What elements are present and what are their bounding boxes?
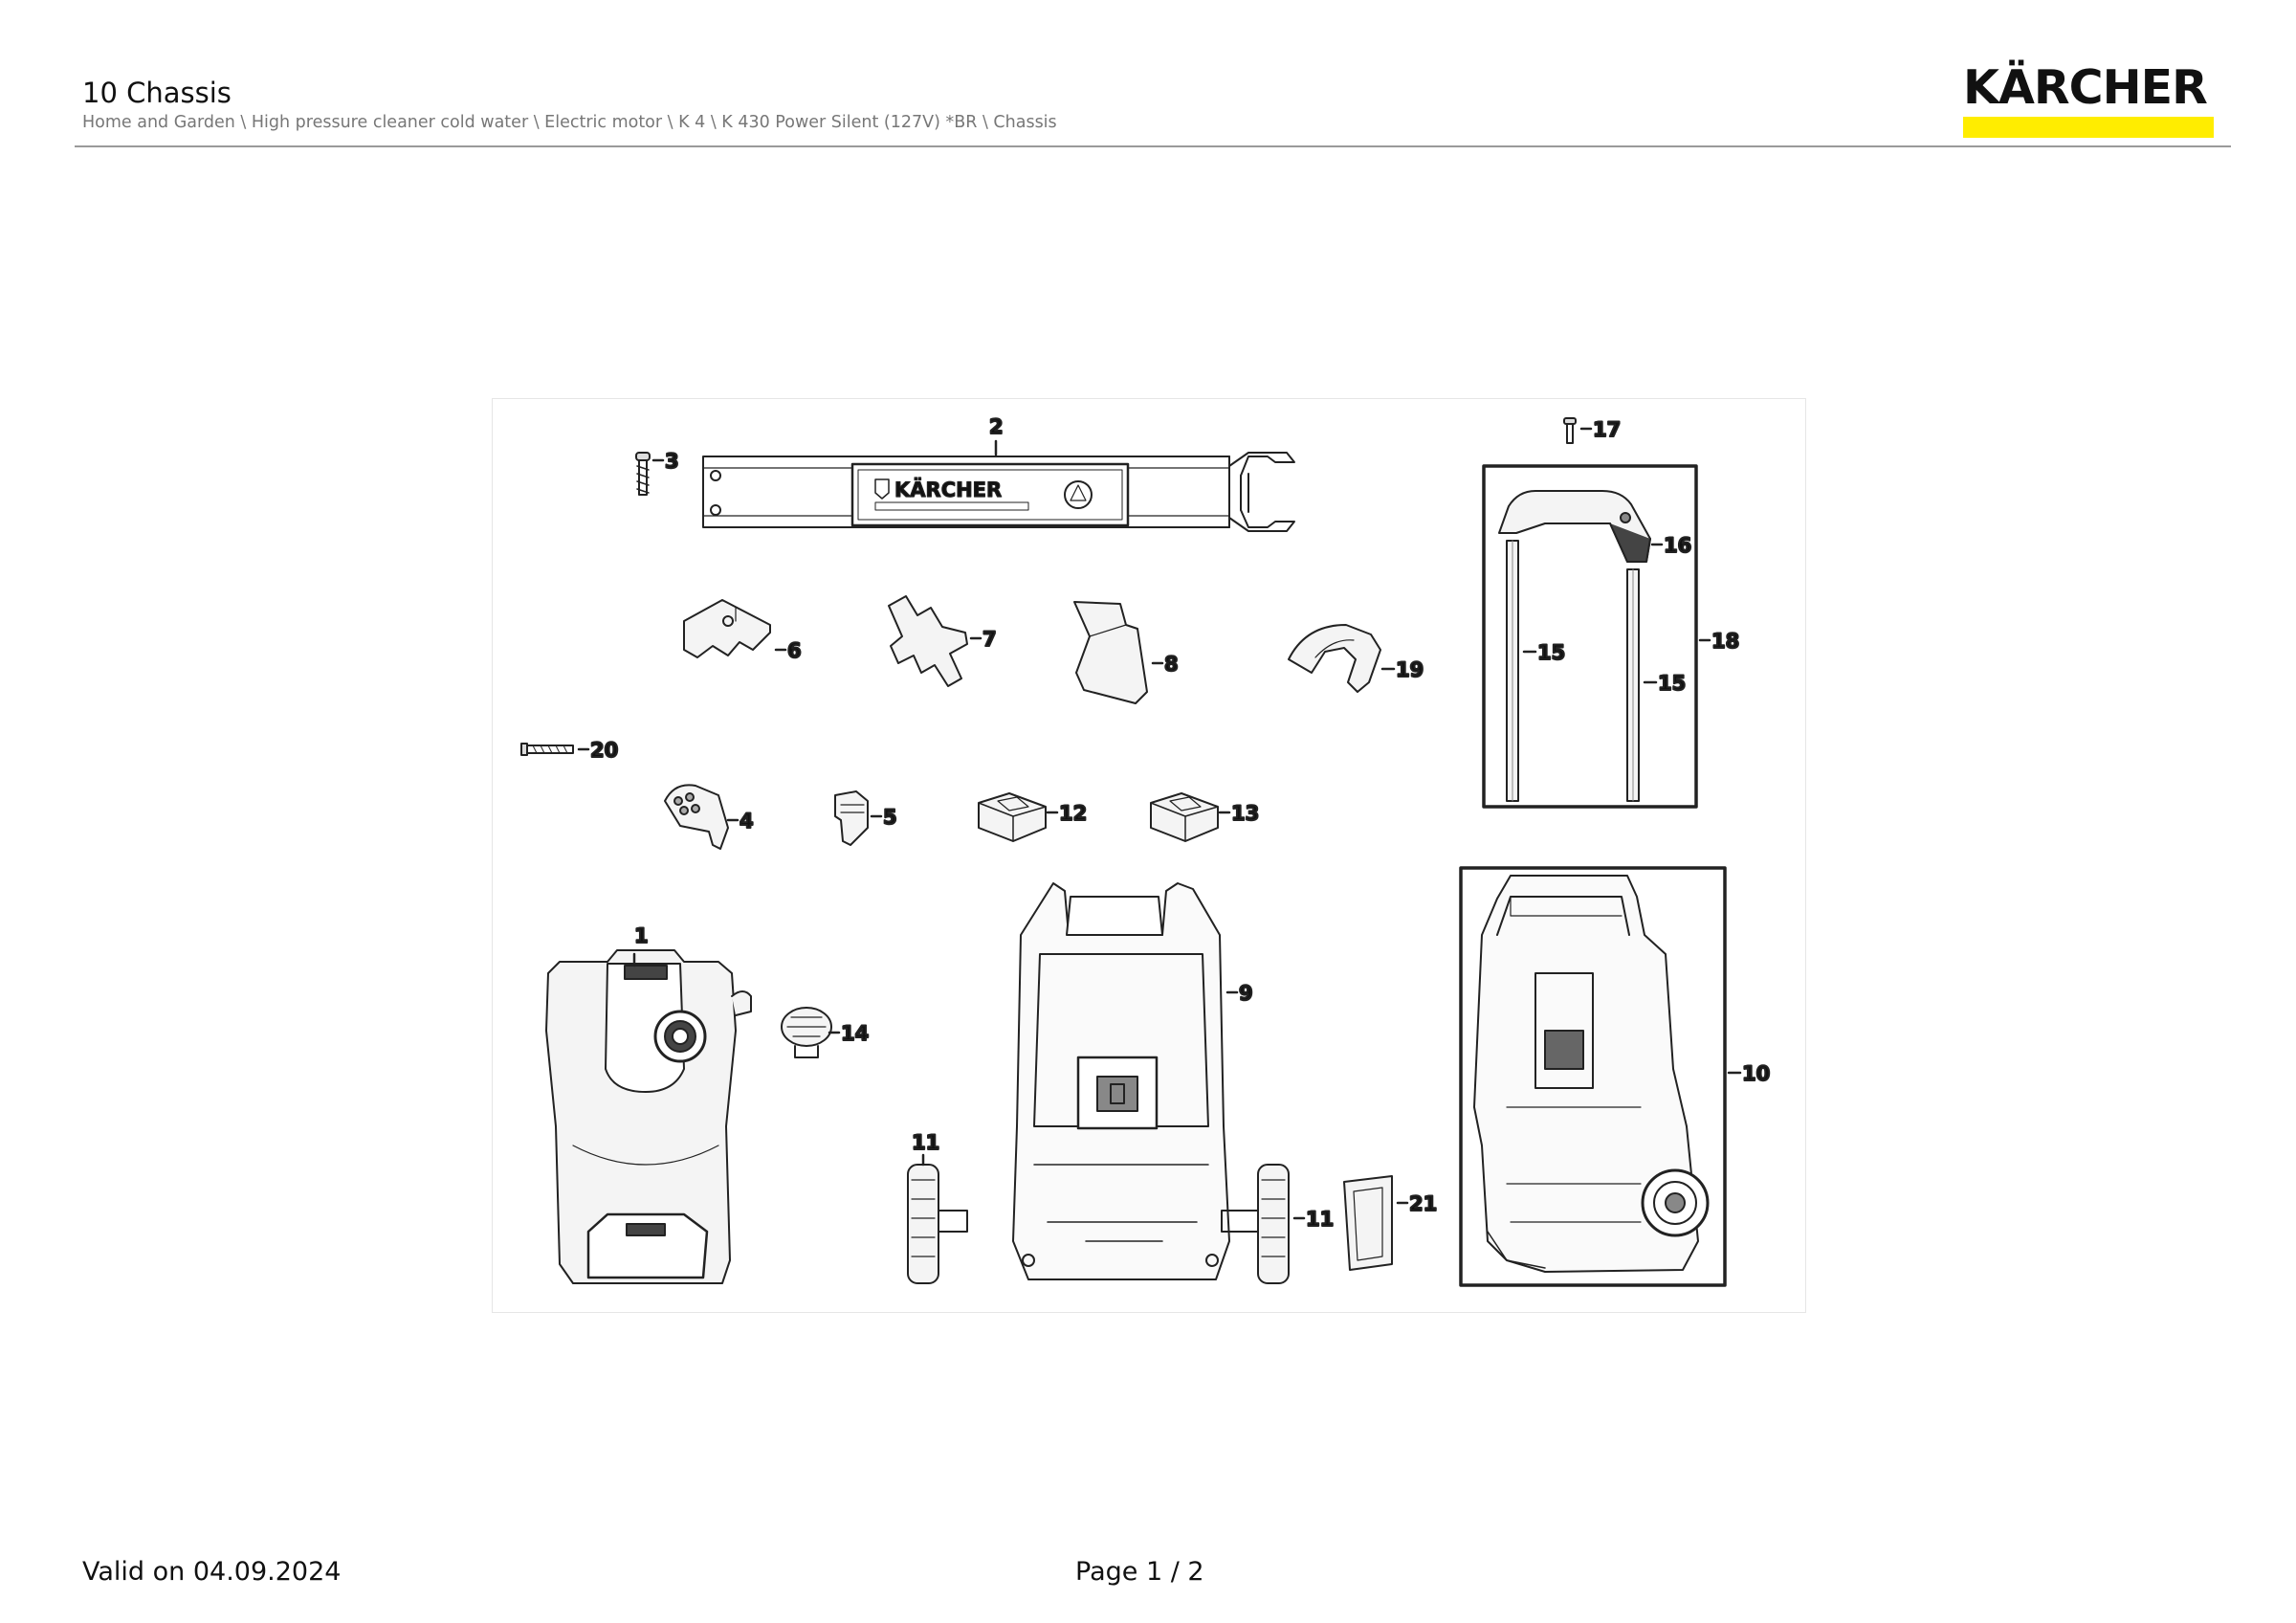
label-20: 20 [590,739,618,762]
part-4-clip [664,784,729,850]
label-13: 13 [1231,802,1259,825]
label-10: 10 [1742,1062,1770,1085]
label-5: 5 [883,806,897,829]
part-21-insert [1343,1175,1393,1271]
label-19: 19 [1396,658,1424,681]
label-16: 16 [1664,534,1691,557]
label-9: 9 [1239,982,1253,1005]
part-20-long-screw [520,743,574,756]
part-12-cover [978,792,1047,842]
breadcrumb: Home and Garden \ High pressure cleaner … [82,113,1057,132]
part-8-plate [1073,601,1148,704]
part-11-wheel-left [907,1164,968,1284]
part-6-bracket [683,599,771,658]
label-17: 17 [1593,418,1621,441]
label-8: 8 [1164,653,1179,676]
part-14-knob [781,1007,832,1058]
part-17-screw [1563,417,1577,444]
label-1: 1 [634,924,649,947]
label-6: 6 [787,639,802,662]
header-divider [75,145,2231,147]
part-18-handle-assembly [1482,464,1698,809]
label-7: 7 [982,628,997,651]
leader-lines [577,427,1742,1220]
part-2-handle-bar: KÄRCHER [702,452,1295,532]
label-21: 21 [1409,1192,1437,1215]
valid-date: Valid on 04.09.2024 [82,1557,342,1587]
part-13-cover [1150,792,1219,842]
karcher-logo: KÄRCHER [1963,63,2214,138]
part-3-screw [635,452,651,496]
part-10-chassis-assembly [1459,866,1727,1287]
exploded-parts-diagram: KÄRCHER [492,398,1806,1313]
part-5-holder [834,790,869,846]
label-14: 14 [841,1022,869,1045]
label-4: 4 [740,810,754,833]
label-11-right: 11 [1306,1208,1334,1231]
label-15-right: 15 [1658,672,1686,695]
part-labels: 1 2 3 4 5 6 7 8 9 10 11 11 12 13 14 15 1… [589,414,1771,1232]
part-7-cross-bracket [888,595,968,687]
page-title: 10 Chassis [82,77,232,109]
label-3: 3 [665,450,679,473]
label-2: 2 [989,415,1004,438]
part-1-front-housing [545,949,752,1284]
embossed-logo-text: KÄRCHER [894,478,1002,501]
label-18: 18 [1711,630,1739,653]
label-12: 12 [1059,802,1087,825]
label-15-left: 15 [1537,641,1565,664]
logo-wordmark: KÄRCHER [1963,60,2208,115]
part-9-base-frame [1012,882,1230,1280]
part-19-clip [1288,624,1381,693]
part-11-wheel-right [1221,1164,1290,1284]
page-number: Page 1 / 2 [1075,1557,1204,1587]
logo-yellow-bar [1963,117,2214,138]
label-11-left: 11 [912,1131,939,1154]
